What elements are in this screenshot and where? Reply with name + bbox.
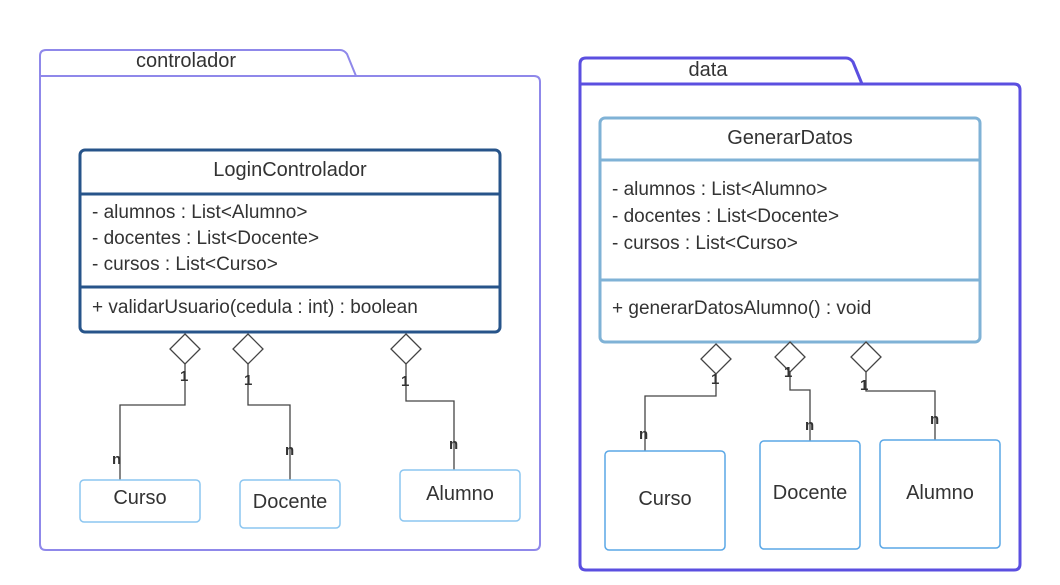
class-generar-datos[interactable]: GenerarDatos - alumnos : List<Alumno> - … bbox=[598, 116, 982, 344]
class-box bbox=[79, 479, 201, 523]
class-box bbox=[879, 439, 1001, 549]
connector-line bbox=[405, 364, 455, 470]
association-alumno-left: 1 n bbox=[390, 333, 458, 470]
multiplicity-near: 1 bbox=[860, 377, 868, 394]
package-controlador-name: controlador bbox=[136, 50, 236, 72]
class-login-controlador[interactable]: LoginControlador - alumnos : List<Alumno… bbox=[78, 148, 502, 334]
multiplicity-far: n bbox=[930, 411, 939, 428]
connector-line bbox=[119, 364, 186, 480]
multiplicity-far: n bbox=[112, 451, 121, 468]
association-docente-left: 1 n bbox=[232, 333, 294, 480]
class-docente-left[interactable]: Docente bbox=[239, 479, 341, 529]
class-name: GenerarDatos bbox=[727, 127, 853, 149]
association-curso-right: 1 n bbox=[639, 343, 732, 451]
association-docente-right: 1 n bbox=[774, 341, 814, 441]
class-name: Alumno bbox=[426, 483, 494, 505]
class-name: Docente bbox=[773, 482, 848, 504]
operation: + generarDatosAlumno() : void bbox=[612, 298, 871, 319]
attribute: - docentes : List<Docente> bbox=[612, 206, 839, 227]
connector-line bbox=[247, 364, 291, 480]
class-name: Curso bbox=[113, 487, 166, 509]
multiplicity-far: n bbox=[639, 426, 648, 443]
class-docente-right[interactable]: Docente bbox=[759, 440, 861, 550]
operation: + validarUsuario(cedula : int) : boolean bbox=[92, 297, 418, 318]
class-box bbox=[239, 479, 341, 529]
class-alumno-left[interactable]: Alumno bbox=[399, 469, 521, 522]
class-curso-right[interactable]: Curso bbox=[604, 450, 726, 551]
class-name: LoginControlador bbox=[213, 159, 367, 181]
connector-line bbox=[644, 374, 717, 451]
multiplicity-near: 1 bbox=[244, 372, 252, 389]
attribute: - cursos : List<Curso> bbox=[612, 233, 798, 254]
attribute: - alumnos : List<Alumno> bbox=[92, 202, 307, 223]
class-name: Alumno bbox=[906, 482, 974, 504]
class-box bbox=[604, 450, 726, 551]
multiplicity-far: n bbox=[285, 442, 294, 459]
class-name: Curso bbox=[638, 488, 691, 510]
class-box bbox=[759, 440, 861, 550]
connector-line bbox=[865, 372, 936, 440]
connector-line bbox=[789, 372, 811, 441]
class-box bbox=[399, 469, 521, 522]
class-curso-left[interactable]: Curso bbox=[79, 479, 201, 523]
association-alumno-right: 1 n bbox=[850, 341, 939, 440]
package-data-name: data bbox=[689, 59, 729, 81]
class-alumno-right[interactable]: Alumno bbox=[879, 439, 1001, 549]
attribute: - cursos : List<Curso> bbox=[92, 254, 278, 275]
attribute: - alumnos : List<Alumno> bbox=[612, 179, 827, 200]
multiplicity-far: n bbox=[449, 436, 458, 453]
multiplicity-near: 1 bbox=[401, 373, 409, 390]
multiplicity-near: 1 bbox=[180, 368, 188, 385]
multiplicity-far: n bbox=[805, 417, 814, 434]
attribute: - docentes : List<Docente> bbox=[92, 228, 319, 249]
association-curso-left: 1 n bbox=[112, 333, 201, 480]
multiplicity-near: 1 bbox=[784, 364, 792, 381]
class-name: Docente bbox=[253, 491, 328, 513]
multiplicity-near: 1 bbox=[711, 371, 719, 388]
